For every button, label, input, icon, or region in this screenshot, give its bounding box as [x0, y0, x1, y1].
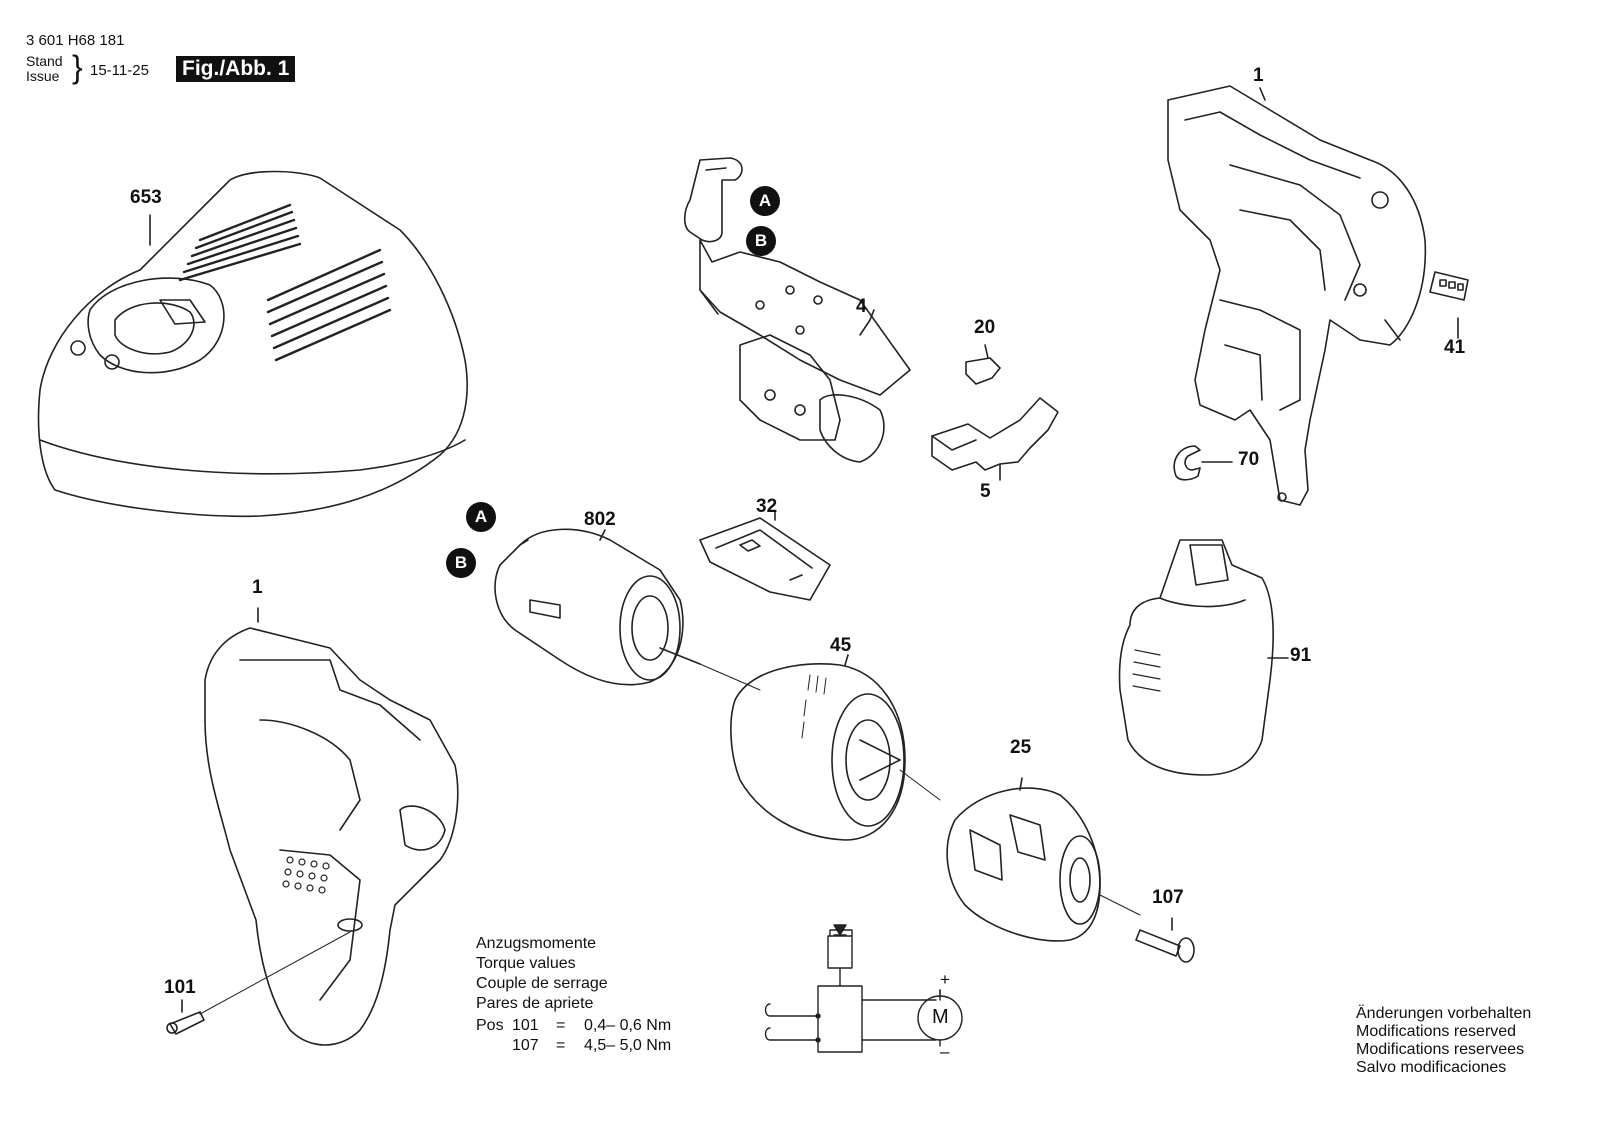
callout-5: 5: [980, 481, 991, 502]
slider-32: [699, 511, 831, 601]
stand-label: Stand: [26, 53, 63, 69]
callout-1-left: 1: [252, 577, 263, 598]
connector-b-badge-motor: B: [446, 548, 476, 578]
callout-4: 4: [856, 296, 867, 317]
callout-101: 101: [164, 977, 196, 998]
callout-107: 107: [1152, 887, 1184, 908]
callout-70: 70: [1238, 449, 1260, 470]
part-number: 3 601 H68 181: [26, 32, 125, 49]
charger-653: [37, 170, 468, 518]
issue-brace: }: [72, 49, 83, 85]
screw-101: [166, 931, 351, 1035]
housing-1-left: [204, 607, 459, 1046]
clip-70: [1173, 445, 1233, 481]
torque-row-value: 4,5– 5,0 Nm: [584, 1037, 672, 1054]
torque-line: Pares de apriete: [476, 995, 594, 1012]
disclaimer-line: Änderungen vorbehalten: [1356, 1005, 1532, 1022]
motor-schematic: [764, 924, 963, 1053]
torque-line: Torque values: [476, 955, 576, 972]
torque-line: Couple de serrage: [476, 975, 608, 992]
callout-91: 91: [1290, 645, 1312, 666]
disclaimer-line: Modifications reserved: [1356, 1023, 1517, 1040]
callout-20: 20: [974, 317, 996, 338]
torque-pos-label: Pos: [476, 1017, 504, 1034]
screw-107: [1135, 917, 1195, 963]
figure-label: Fig./Abb. 1: [176, 56, 296, 82]
connector-a-badge-motor: A: [466, 502, 496, 532]
callout-1-top: 1: [1253, 65, 1264, 86]
slide-5: [931, 397, 1059, 481]
connector-b-badge: B: [746, 226, 776, 256]
callout-802: 802: [584, 509, 616, 530]
torque-line: Anzugsmomente: [476, 935, 597, 952]
callout-41: 41: [1444, 337, 1466, 358]
disclaimer-line: Salvo modificaciones: [1356, 1059, 1507, 1076]
lever-20: [965, 344, 1001, 385]
motor-symbol-label: M: [932, 1006, 949, 1028]
torque-row-eq: =: [556, 1017, 566, 1034]
torque-row-pos: 107: [512, 1037, 539, 1054]
gearbox-45: [730, 654, 941, 841]
callout-653: 653: [130, 187, 162, 208]
issue-date: 15-11-25: [90, 62, 149, 79]
callout-25: 25: [1010, 737, 1032, 758]
chuck-25: [946, 777, 1141, 942]
torque-row-eq: =: [556, 1037, 566, 1054]
torque-row-pos: 101: [512, 1017, 539, 1034]
motor-802: [494, 528, 761, 691]
disclaimer-line: Modifications reservees: [1356, 1041, 1525, 1058]
minus-terminal: –: [940, 1042, 950, 1061]
housing-1-right: [1167, 85, 1427, 506]
battery-91: [1118, 539, 1289, 776]
connector-a-badge: A: [750, 186, 780, 216]
callout-32: 32: [756, 496, 778, 517]
torque-row-value: 0,4– 0,6 Nm: [584, 1017, 672, 1034]
issue-label: Issue: [26, 68, 60, 84]
label-41: [1429, 271, 1469, 339]
plus-terminal: +: [940, 970, 950, 989]
switch-4: [683, 157, 911, 463]
callout-45: 45: [830, 635, 852, 656]
